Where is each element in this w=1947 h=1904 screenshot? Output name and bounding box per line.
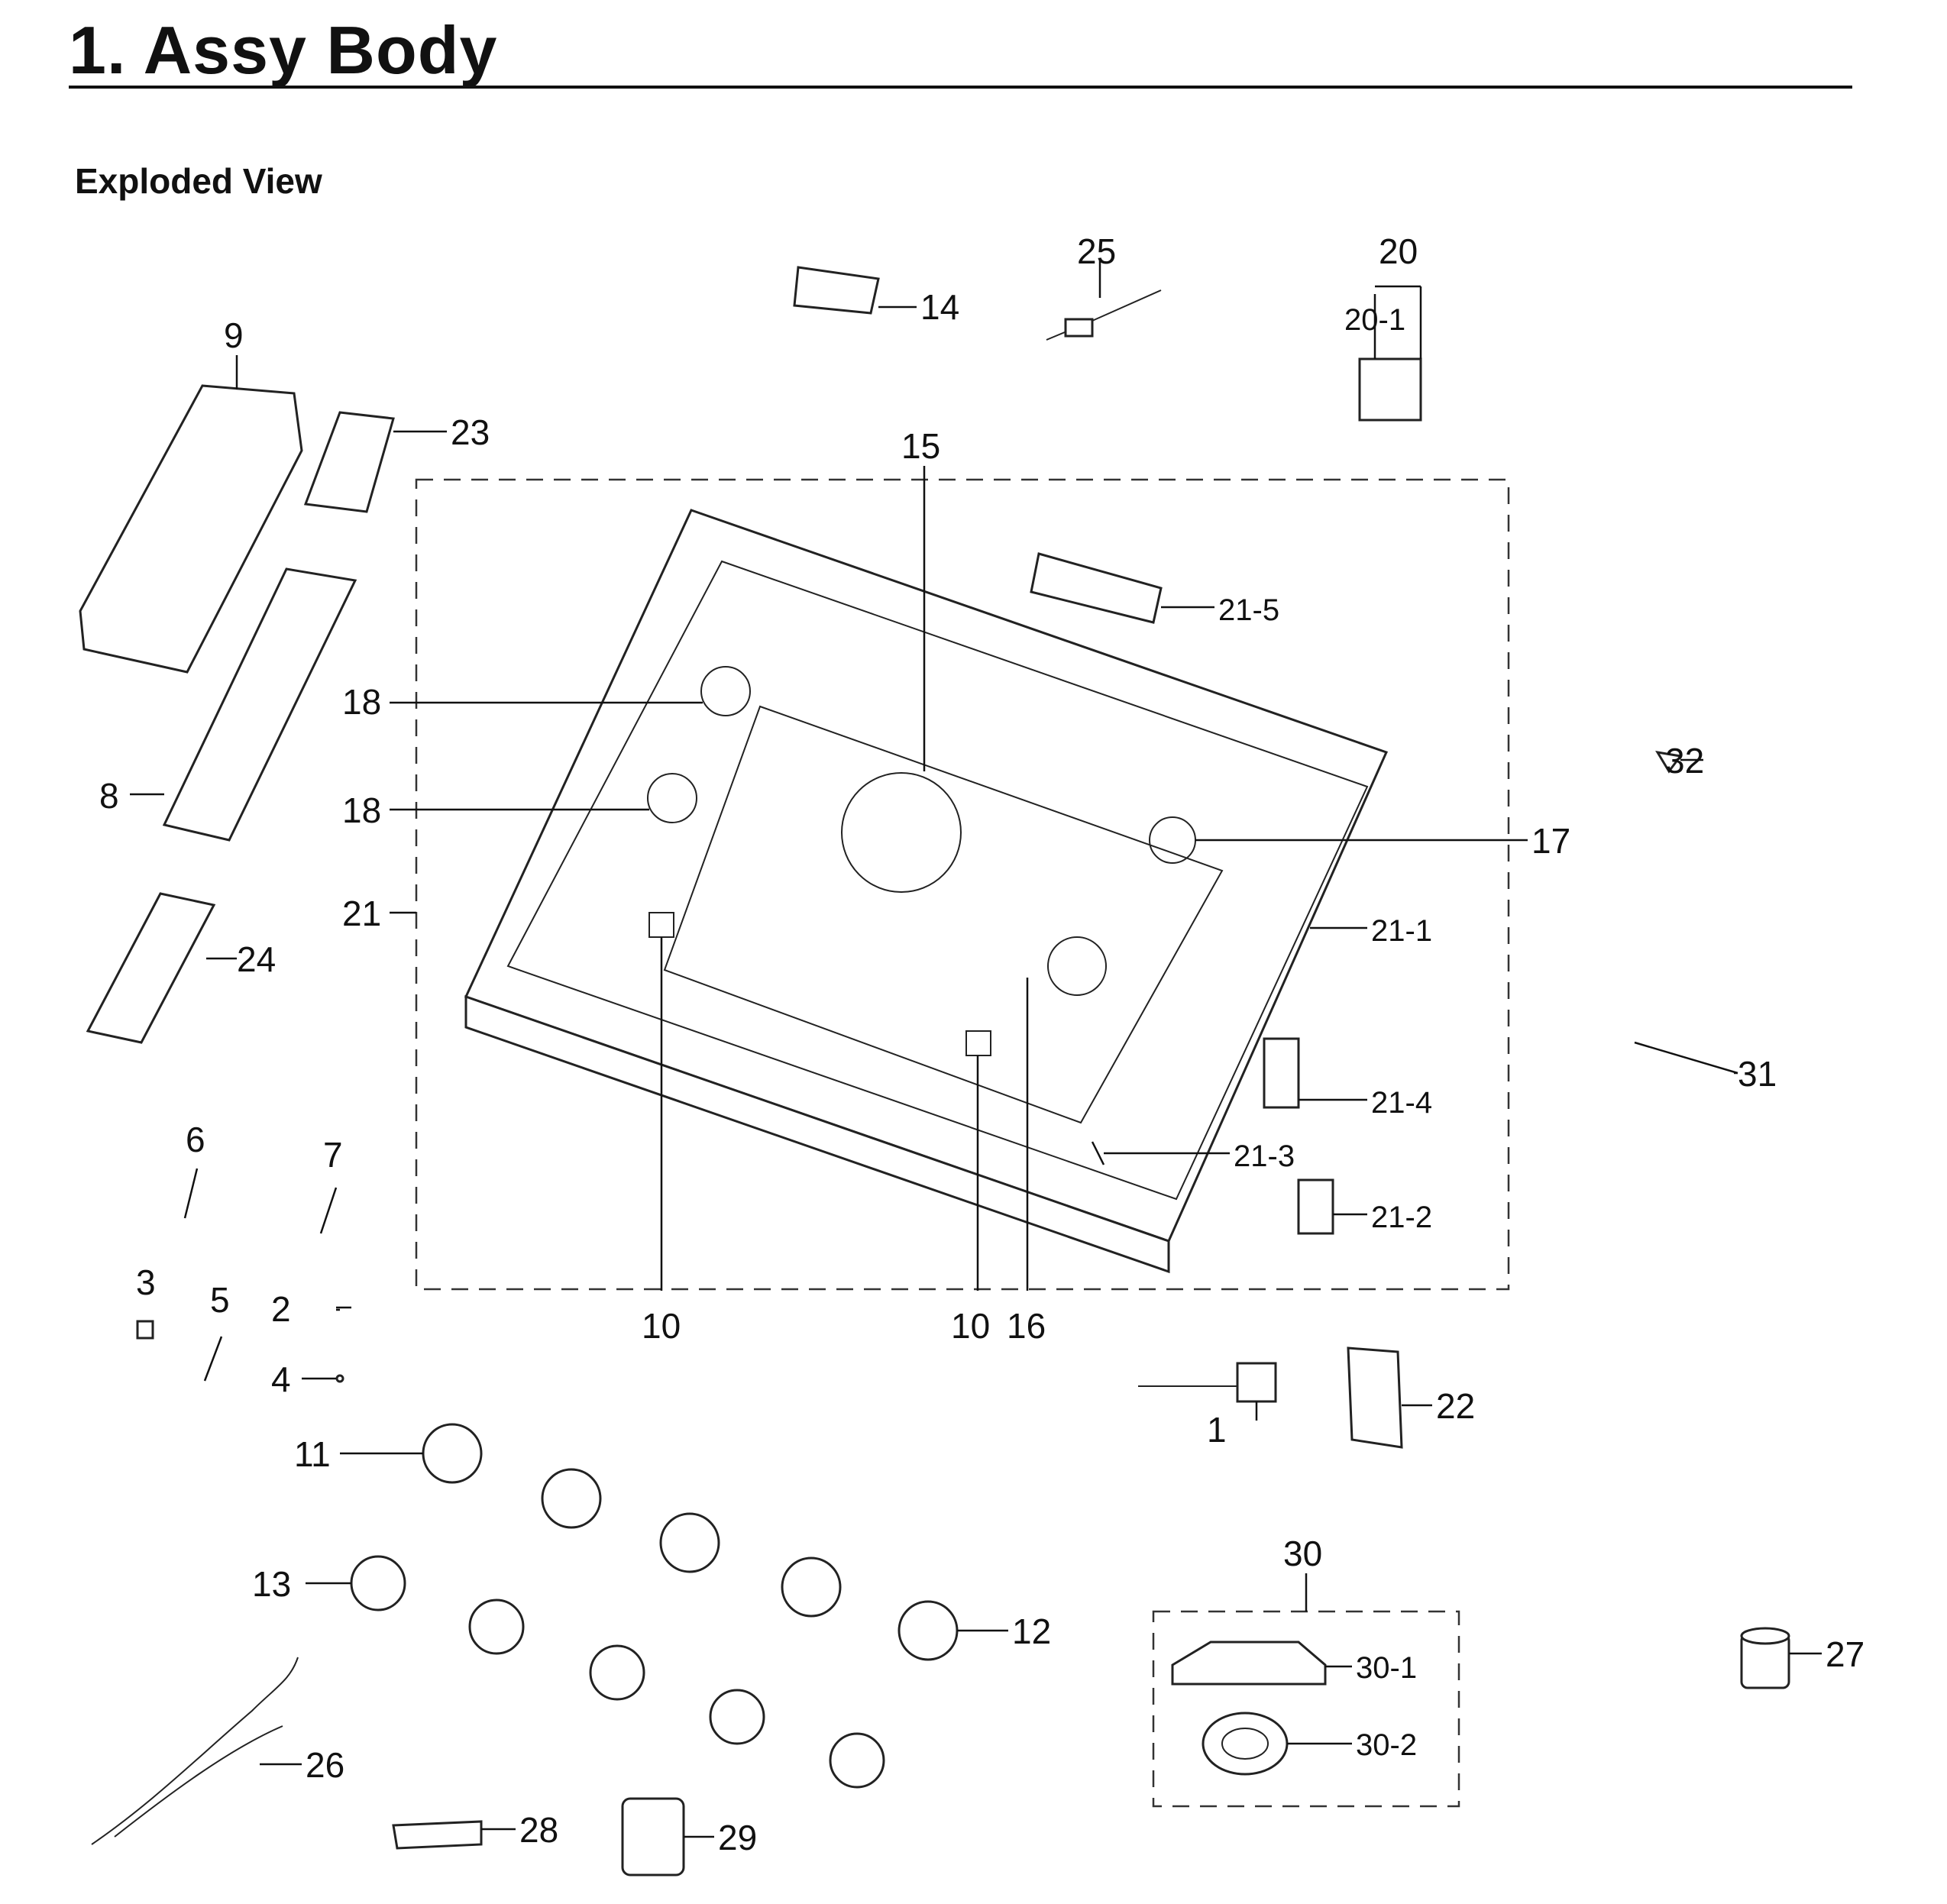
callout-9: 9 xyxy=(224,315,244,355)
valve-29 xyxy=(621,1797,685,1877)
knob-bezels-11-12 xyxy=(422,1423,959,1661)
section-title: Exploded View xyxy=(75,161,322,201)
bracket-28 xyxy=(392,1820,483,1850)
callout-7: 7 xyxy=(323,1135,343,1175)
wire-sensor-1 xyxy=(1138,1362,1277,1403)
sub-pcb-24 xyxy=(86,892,216,1044)
callout-26: 26 xyxy=(306,1745,344,1785)
callout-5: 5 xyxy=(210,1280,230,1320)
callout-25: 25 xyxy=(1077,231,1116,271)
cap-27 xyxy=(1740,1627,1790,1689)
callout-2: 2 xyxy=(271,1289,291,1329)
callout-10-left: 10 xyxy=(642,1306,681,1346)
callout-21-1: 21-1 xyxy=(1371,914,1432,948)
callout-11: 11 xyxy=(294,1434,331,1474)
label-22 xyxy=(1347,1346,1403,1449)
grate-boss-16 xyxy=(1047,936,1107,996)
bracket-21-4 xyxy=(1263,1037,1300,1109)
callout-4: 4 xyxy=(271,1359,291,1399)
callout-31: 31 xyxy=(1738,1054,1777,1094)
callout-15: 15 xyxy=(901,426,940,466)
ignition-switch-21-5 xyxy=(1030,552,1163,624)
callout-24: 24 xyxy=(237,939,276,979)
main-body-tray xyxy=(464,509,1389,1274)
rod-31 xyxy=(1634,1041,1738,1075)
knobs-13 xyxy=(350,1555,885,1789)
grate-boss-18a xyxy=(700,666,751,716)
bracket-21-2 xyxy=(1297,1178,1334,1235)
assembly-30-boundary xyxy=(1152,1610,1460,1808)
callout-10-right: 10 xyxy=(951,1306,990,1346)
thermocouple-6 xyxy=(183,1168,199,1219)
callout-16: 16 xyxy=(1007,1306,1046,1346)
bracket-30-1 xyxy=(1171,1641,1327,1686)
harness-26 xyxy=(91,1657,299,1845)
callout-1: 1 xyxy=(1207,1410,1227,1450)
callout-14: 14 xyxy=(920,287,959,327)
electrode-5 xyxy=(203,1336,223,1382)
callout-labels: 9 23 14 25 20 20-1 15 18 18 8 21 24 21-5… xyxy=(99,231,1865,1857)
callout-28: 28 xyxy=(519,1810,558,1850)
callout-21-4: 21-4 xyxy=(1371,1086,1432,1120)
callout-3: 3 xyxy=(136,1262,156,1302)
leader-lines xyxy=(130,260,1822,1838)
callout-8: 8 xyxy=(99,776,119,816)
callout-30-1: 30-1 xyxy=(1356,1651,1417,1685)
callout-20-1: 20-1 xyxy=(1344,303,1405,337)
callout-6: 6 xyxy=(186,1120,205,1159)
page-title: 1. Assy Body xyxy=(69,12,498,88)
callout-22: 22 xyxy=(1436,1386,1475,1426)
callout-21-3: 21-3 xyxy=(1234,1139,1295,1173)
power-cord-25 xyxy=(1046,289,1162,341)
gasket-30-2 xyxy=(1202,1712,1289,1776)
screw-4 xyxy=(335,1374,344,1383)
callout-27: 27 xyxy=(1826,1634,1865,1674)
callout-30-2: 30-2 xyxy=(1356,1728,1417,1762)
callout-23: 23 xyxy=(451,412,490,452)
assembly-21-boundary xyxy=(415,478,1510,1291)
callout-21: 21 xyxy=(342,894,381,933)
callout-20: 20 xyxy=(1379,231,1418,271)
pcb-cover-9 xyxy=(79,384,303,674)
pcb-bracket-8 xyxy=(162,567,357,842)
callout-12: 12 xyxy=(1012,1611,1051,1651)
clip-32 xyxy=(1655,750,1683,774)
title-underline xyxy=(69,86,1852,89)
terminal-block-20 xyxy=(1358,357,1422,422)
callout-32: 32 xyxy=(1665,741,1704,781)
callout-18-bottom: 18 xyxy=(342,790,381,830)
callout-21-2: 21-2 xyxy=(1371,1201,1432,1234)
grate-boss-18b xyxy=(647,773,697,823)
gasket-ring-15 xyxy=(841,772,962,893)
nut-3 xyxy=(136,1320,154,1340)
hook-21-3 xyxy=(1091,1141,1105,1165)
callout-13: 13 xyxy=(252,1564,291,1604)
pcb-board-23 xyxy=(303,411,395,513)
callout-21-5: 21-5 xyxy=(1218,593,1279,627)
callout-30: 30 xyxy=(1283,1534,1322,1573)
callout-29: 29 xyxy=(718,1818,757,1857)
callout-18-top: 18 xyxy=(342,682,381,722)
bracket-14 xyxy=(793,266,880,315)
callout-17: 17 xyxy=(1531,821,1570,861)
thermocouple-7 xyxy=(319,1187,338,1234)
